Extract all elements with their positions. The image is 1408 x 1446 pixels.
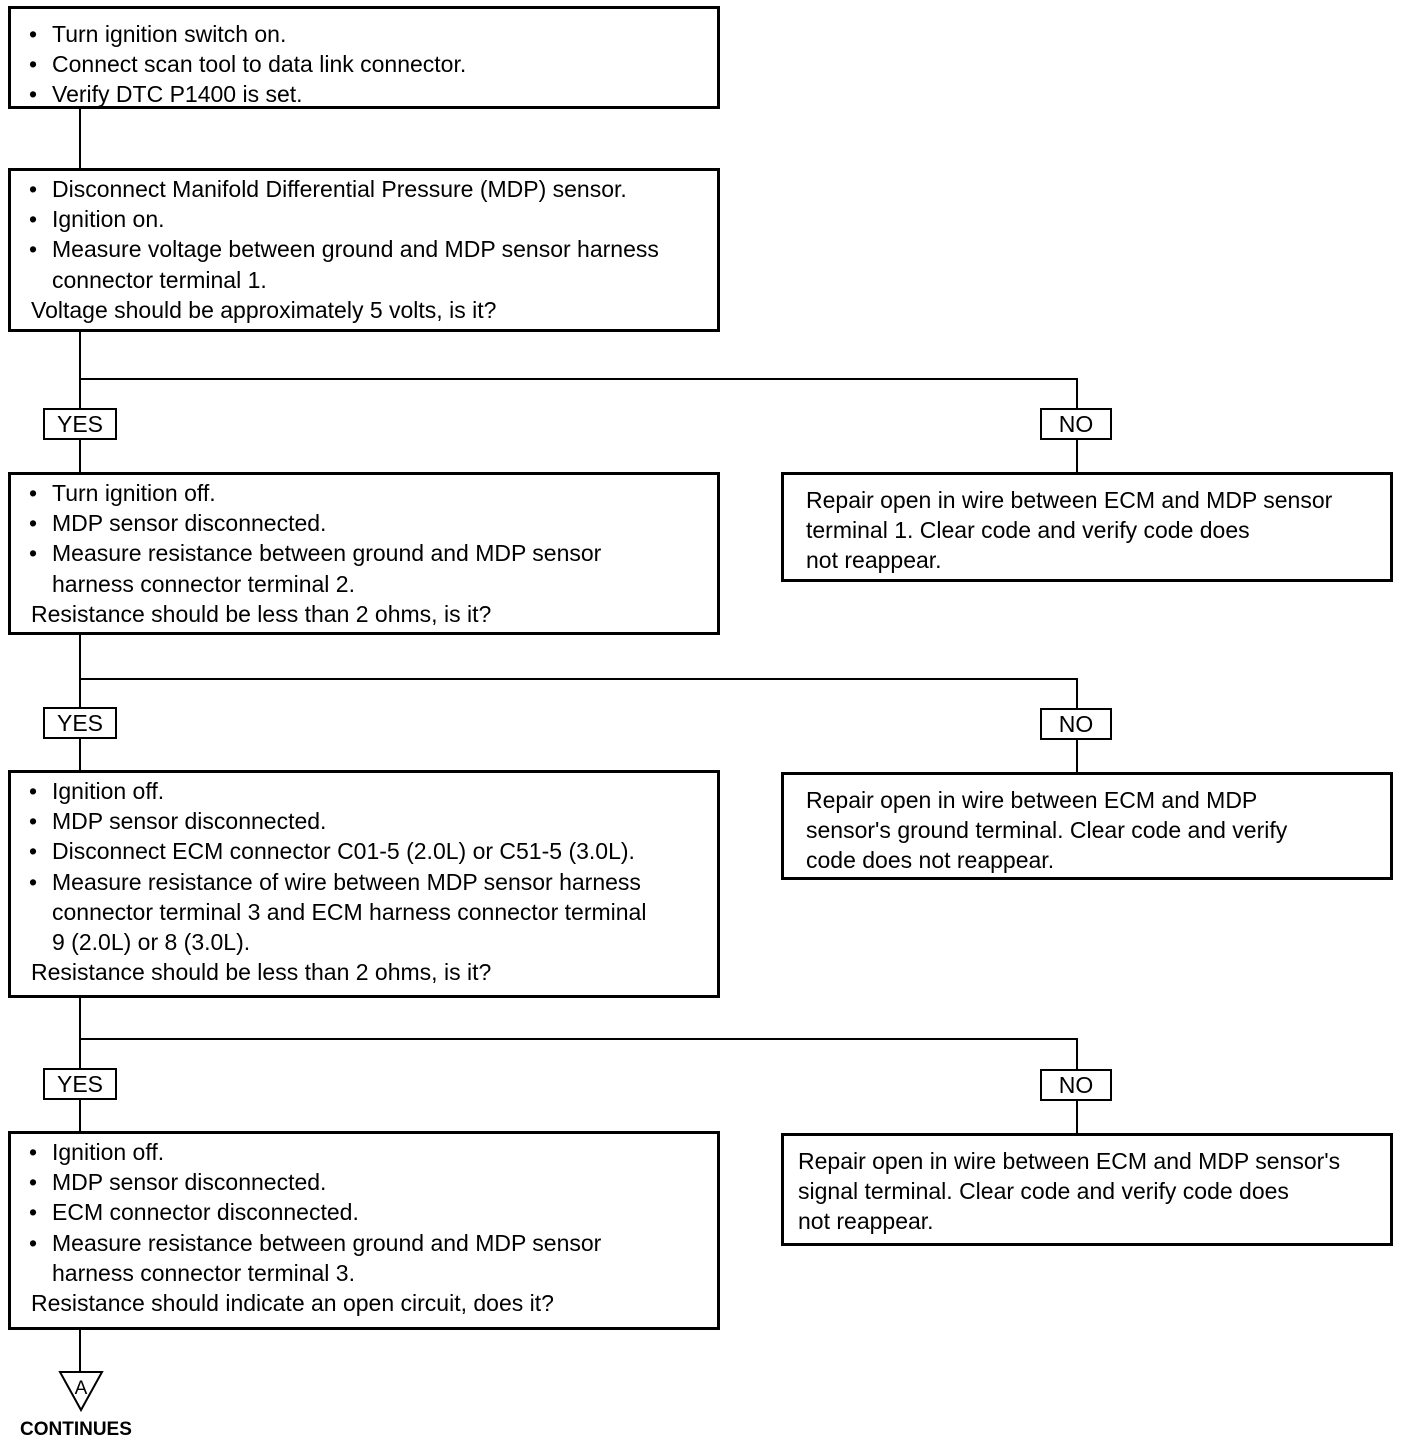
- repair-1-line: terminal 1. Clear code and verify code d…: [806, 517, 1250, 544]
- repair-2-line: Repair open in wire between ECM and MDP: [806, 787, 1258, 813]
- step-2-line: connector terminal 1.: [52, 266, 267, 293]
- step-5-line: MDP sensor disconnected.: [11, 1167, 717, 1197]
- step-1-line: Turn ignition switch on.: [11, 19, 717, 49]
- continues-label: CONTINUES: [20, 1419, 132, 1440]
- step-5-line: Measure resistance between ground and MD…: [11, 1228, 717, 1258]
- step-5-question: Resistance should indicate an open circu…: [31, 1290, 554, 1317]
- step-box-3: Turn ignition off. MDP sensor disconnect…: [8, 472, 720, 635]
- repair-3-line: signal terminal. Clear code and verify c…: [798, 1178, 1289, 1205]
- yes-label: YES: [43, 1068, 117, 1100]
- continuation-connector-icon: A: [58, 1371, 104, 1413]
- connector-line: [79, 332, 81, 472]
- step-box-1: Turn ignition switch on. Connect scan to…: [8, 6, 720, 110]
- repair-box-1: Repair open in wire between ECM and MDP …: [781, 472, 1393, 582]
- no-label: NO: [1040, 1069, 1112, 1101]
- step-5-line: Ignition off.: [11, 1137, 717, 1167]
- connector-line: [79, 1038, 1078, 1040]
- step-4-line: MDP sensor disconnected.: [11, 806, 717, 836]
- step-3-line: Measure resistance between ground and MD…: [11, 538, 717, 568]
- repair-3-line: Repair open in wire between ECM and MDP …: [798, 1148, 1341, 1174]
- connector-line: [79, 109, 81, 168]
- step-2-line: Disconnect Manifold Differential Pressur…: [11, 174, 717, 204]
- connector-line: [79, 1330, 81, 1374]
- no-label: NO: [1040, 708, 1112, 740]
- repair-box-3: Repair open in wire between ECM and MDP …: [781, 1133, 1393, 1246]
- repair-1-line: Repair open in wire between ECM and MDP …: [806, 487, 1333, 513]
- step-2-line: Measure voltage between ground and MDP s…: [11, 234, 717, 264]
- yes-label: YES: [43, 408, 117, 440]
- step-3-line: harness connector terminal 2.: [52, 570, 355, 597]
- step-1-line: Verify DTC P1400 is set.: [11, 79, 717, 109]
- no-label: NO: [1040, 408, 1112, 440]
- yes-label: YES: [43, 707, 117, 739]
- step-4-line: Measure resistance of wire between MDP s…: [11, 867, 717, 897]
- connector-line: [79, 998, 81, 1131]
- repair-2-line: code does not reappear.: [806, 847, 1055, 874]
- step-4-line: Ignition off.: [11, 776, 717, 806]
- repair-3-line: not reappear.: [798, 1208, 934, 1235]
- repair-1-line: not reappear.: [806, 547, 942, 574]
- connector-line: [79, 678, 1078, 680]
- step-5-line: ECM connector disconnected.: [11, 1197, 717, 1227]
- connector-letter: A: [75, 1378, 88, 1399]
- step-3-line: MDP sensor disconnected.: [11, 508, 717, 538]
- step-box-2: Disconnect Manifold Differential Pressur…: [8, 168, 720, 332]
- step-4-line: connector terminal 3 and ECM harness con…: [52, 898, 647, 925]
- step-1-line: Connect scan tool to data link connector…: [11, 49, 717, 79]
- step-3-question: Resistance should be less than 2 ohms, i…: [31, 600, 492, 627]
- step-4-line: Disconnect ECM connector C01-5 (2.0L) or…: [11, 836, 717, 866]
- connector-line: [79, 635, 81, 770]
- connector-line: [79, 378, 1078, 380]
- step-5-line: harness connector terminal 3.: [52, 1259, 355, 1286]
- step-box-4: Ignition off. MDP sensor disconnected. D…: [8, 770, 720, 998]
- step-2-question: Voltage should be approximately 5 volts,…: [31, 296, 497, 323]
- step-2-line: Ignition on.: [11, 204, 717, 234]
- repair-2-line: sensor's ground terminal. Clear code and…: [806, 817, 1288, 844]
- step-3-line: Turn ignition off.: [11, 478, 717, 508]
- step-box-5: Ignition off. MDP sensor disconnected. E…: [8, 1131, 720, 1330]
- step-4-line: 9 (2.0L) or 8 (3.0L).: [52, 929, 251, 956]
- step-4-question: Resistance should be less than 2 ohms, i…: [31, 959, 492, 986]
- repair-box-2: Repair open in wire between ECM and MDP …: [781, 772, 1393, 880]
